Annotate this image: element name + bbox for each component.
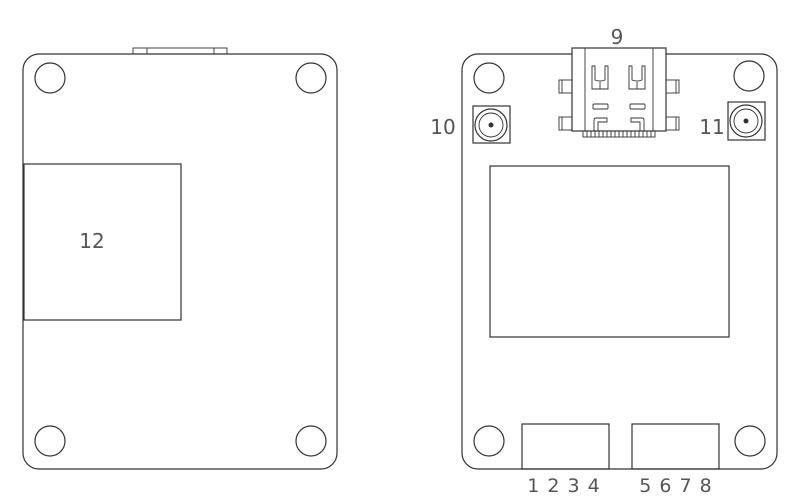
usb-tab-back: [132, 47, 228, 55]
mount-hole-tr: [733, 60, 765, 92]
board-outline-left: [22, 53, 338, 470]
antenna-connector-10: [472, 105, 511, 144]
mount-hole-tr: [295, 62, 327, 94]
usb-c-connector-9: [558, 47, 680, 138]
mount-hole-tl: [34, 62, 66, 94]
mount-hole-br: [734, 425, 766, 457]
pin-header-1-4: [521, 423, 610, 470]
label-pins-5-8: 5 6 7 8: [639, 475, 712, 497]
board-bottom-view: 12: [22, 47, 338, 470]
label-9: 9: [611, 25, 624, 49]
main-module: [489, 165, 730, 338]
label-12: 12: [79, 229, 104, 253]
board-top-view: 9 10 11 1 2 3 4 5 6 7 8: [430, 25, 778, 497]
usb-pins: [582, 130, 656, 138]
label-11: 11: [699, 115, 724, 139]
mount-hole-bl: [473, 425, 505, 457]
mount-hole-bl: [34, 425, 66, 457]
mount-hole-tl: [473, 62, 505, 94]
label-pins-1-4: 1 2 3 4: [527, 475, 600, 497]
antenna-connector-11: [727, 101, 766, 141]
label-10: 10: [430, 115, 455, 139]
mount-hole-br: [295, 425, 327, 457]
pin-header-5-8: [631, 423, 720, 470]
bottom-pad-12: [23, 163, 182, 321]
